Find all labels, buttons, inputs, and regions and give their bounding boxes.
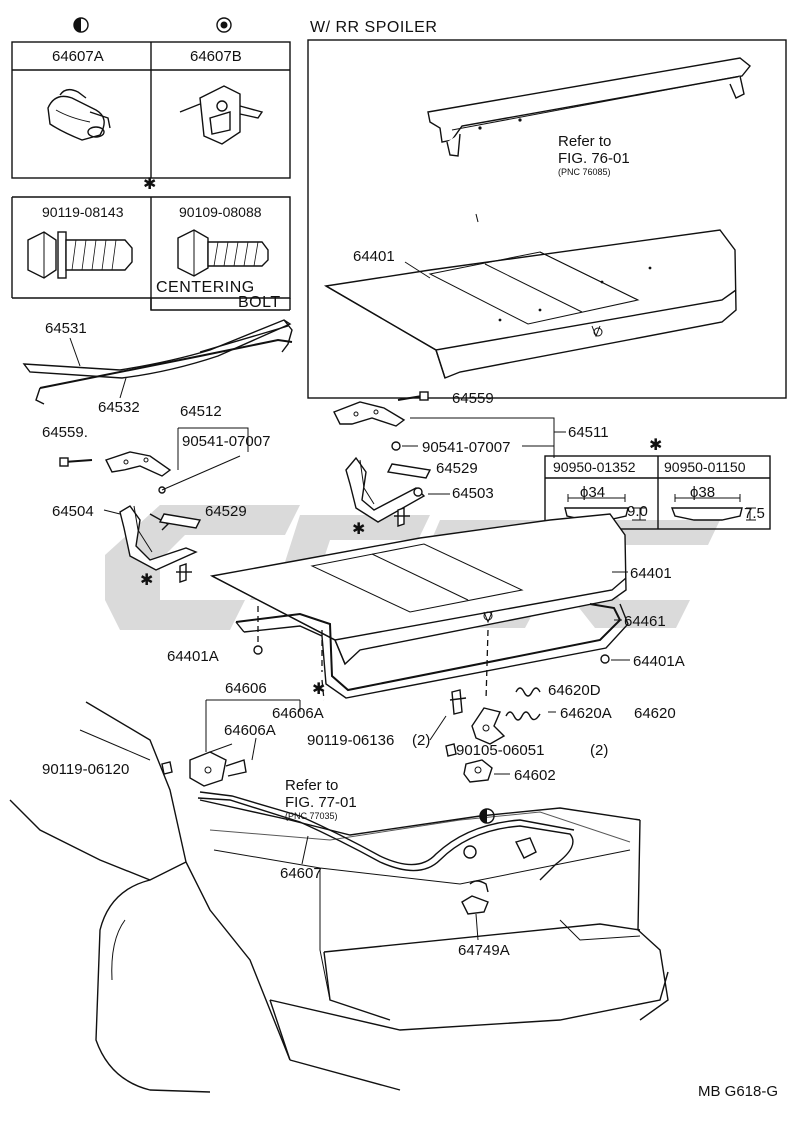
part-64559-left-label: 64559.	[42, 424, 88, 441]
bolt-box	[11, 196, 291, 311]
part-90541-left-label: 90541-07007	[182, 433, 270, 450]
left-bolt-drawing	[176, 563, 192, 583]
part-64401-label: 64401	[630, 565, 672, 582]
striker-drawing	[463, 759, 493, 783]
right-hinge-arm-drawing	[345, 456, 426, 523]
clip-box	[11, 17, 291, 179]
part-64749a-label: 64749A	[458, 942, 510, 959]
part-64401a-left-label: 64401A	[167, 648, 219, 665]
part-64620-label: 64620	[634, 705, 676, 722]
part-64529-left-label: 64529	[205, 503, 247, 520]
cable-refer-line1: Refer to	[285, 777, 338, 794]
spoiler-box	[307, 39, 787, 399]
weatherstrip-drawing	[235, 603, 629, 699]
left-hinge-bolt-drawing	[59, 457, 93, 467]
spoiler-refer-pnc: (PNC 76085)	[558, 167, 611, 177]
trunk-lid-upper-drawing	[323, 229, 737, 379]
lock-bolt-drawing	[449, 689, 467, 715]
part-64620d-label: 64620D	[548, 682, 601, 699]
asterisk-icon: ✱	[352, 521, 366, 538]
asterisk-icon: ✱	[649, 437, 663, 454]
spoiler-refer-line2: FIG. 76-01	[558, 150, 630, 167]
left-hinge-arm-drawing	[119, 505, 198, 571]
part-64529-right-label: 64529	[436, 460, 478, 477]
bolt-label: BOLT	[238, 294, 281, 311]
spoiler-refer-line1: Refer to	[558, 133, 611, 150]
centering-label: CENTERING	[156, 279, 255, 296]
cushion-b-code: 90950-01150	[664, 459, 746, 475]
cable-refer-line2: FIG. 77-01	[285, 794, 357, 811]
part-64532-label: 64532	[98, 399, 140, 416]
part-64606a-label-1: 64606A	[272, 705, 324, 722]
clip-64607b-drawing	[179, 85, 264, 145]
cushion-b-diameter: ϕ38	[690, 484, 715, 501]
spring-64620a-icon	[505, 711, 541, 721]
part-64602-label: 64602	[514, 767, 556, 784]
qty-06136-label: (2)	[412, 732, 430, 749]
clip-64607a-drawing	[47, 88, 111, 141]
asterisk-icon: ✱	[140, 572, 154, 589]
part-64503-label: 64503	[452, 485, 494, 502]
car-body-drawing	[9, 701, 669, 1093]
cable-refer-pnc: (PNC 77035)	[285, 811, 338, 821]
part-64559-right-label: 64559	[452, 390, 494, 407]
opener-cable-drawing	[197, 791, 575, 881]
clip-a-code: 64607A	[52, 48, 104, 65]
rear-spoiler-drawing	[427, 57, 751, 157]
part-90119-06120-label: 90119-06120	[42, 761, 129, 778]
part-64461-label: 64461	[624, 613, 666, 630]
spring-64620d-icon	[515, 687, 541, 697]
part-64531-label: 64531	[45, 320, 87, 337]
part-64401a-right-label: 64401A	[633, 653, 685, 670]
part-64620a-label: 64620A	[560, 705, 612, 722]
right-hinge-drawing	[333, 401, 406, 427]
trunk-lid-main-drawing	[209, 513, 627, 666]
part-64512-label: 64512	[180, 403, 222, 420]
bolt-a-code: 90119-08143	[42, 204, 124, 220]
qty-06051-label: (2)	[590, 742, 608, 759]
figure-id: MB G618-G	[698, 1083, 778, 1100]
asterisk-icon: ✱	[143, 176, 157, 193]
cushion-a-code: 90950-01352	[553, 459, 636, 475]
cushion-box	[544, 455, 771, 530]
cable-clip-drawing	[514, 837, 537, 859]
half-circle-icon	[73, 17, 89, 33]
spoiler-lid-code: 64401	[353, 248, 395, 265]
part-90541-right-label: 90541-07007	[422, 439, 510, 456]
part-64511-label: 64511	[568, 424, 609, 441]
right-hinge-bolt-drawing	[397, 391, 429, 401]
flange-bolt-drawing	[27, 231, 133, 279]
option-label: W/ RR SPOILER	[310, 19, 437, 36]
right-bolt-drawing	[394, 507, 410, 527]
torsion-bar-drawing	[22, 319, 293, 405]
part-64607-label: 64607	[280, 865, 322, 882]
right-stopper-drawing	[386, 463, 432, 479]
lock-bolt-2-drawing	[445, 743, 457, 757]
part-90119-06136-label: 90119-06136	[307, 732, 394, 749]
lock-opener-drawing	[189, 751, 247, 787]
left-hinge-drawing	[105, 451, 172, 494]
cushion-a-diameter: ϕ34	[580, 484, 605, 501]
part-90105-06051-label: 90105-06051	[456, 742, 544, 759]
part-64606a-label-2: 64606A	[224, 722, 276, 739]
clip-b-code: 64607B	[190, 48, 242, 65]
part-64606-label: 64606	[225, 680, 267, 697]
asterisk-icon: ✱	[312, 681, 326, 698]
bullseye-icon	[216, 17, 232, 33]
trunk-lock-drawing	[471, 707, 506, 745]
cushion-a-height: 9.0	[627, 503, 648, 520]
centering-bolt-drawing	[177, 229, 269, 277]
cushion-b-height: 7.5	[744, 505, 765, 522]
bullseye-icon	[463, 845, 477, 859]
part-64504-label: 64504	[52, 503, 94, 520]
bolt-b-code: 90109-08088	[179, 204, 262, 220]
opener-bolt-drawing	[161, 761, 173, 775]
left-stopper-drawing	[158, 513, 202, 529]
